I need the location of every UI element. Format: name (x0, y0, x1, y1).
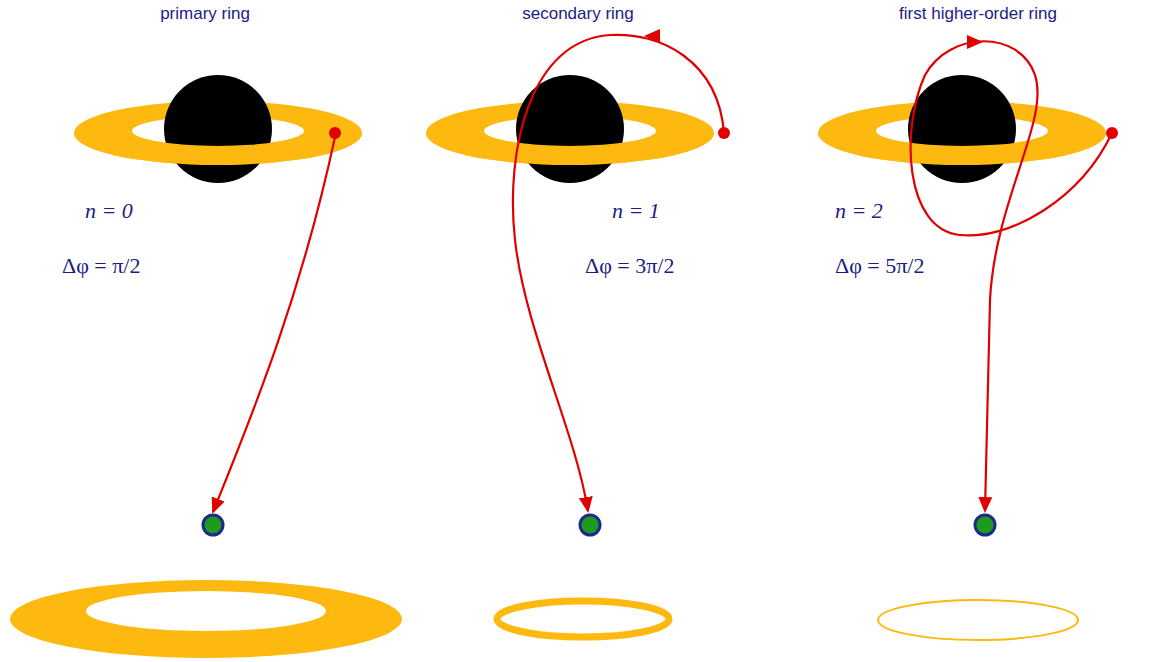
primary-image (10, 580, 402, 658)
accretion-disk-front (426, 133, 714, 165)
arrowhead (644, 29, 660, 43)
higher-order-image (878, 600, 1078, 640)
accretion-disk-front (74, 133, 362, 165)
angle-label: Δφ = π/2 (62, 253, 140, 279)
photon-path (513, 35, 724, 511)
observer (975, 515, 995, 535)
order-label: n = 0 (85, 198, 133, 224)
photon-path (911, 41, 1112, 511)
emitter-dot (329, 127, 341, 139)
photon-path (213, 137, 335, 512)
panel-illustration (426, 29, 730, 535)
arrowhead (967, 35, 983, 49)
black-hole (164, 75, 272, 183)
accretion-disk-front (818, 133, 1106, 165)
panel-illustration (818, 35, 1118, 535)
panel-title: first higher-order ring (899, 4, 1057, 24)
black-hole (516, 75, 624, 183)
panel-title: primary ring (160, 4, 250, 24)
angle-label: Δφ = 5π/2 (835, 253, 924, 279)
observer (203, 515, 223, 535)
order-label: n = 2 (835, 198, 883, 224)
observed-images (10, 580, 1078, 658)
angle-label: Δφ = 3π/2 (585, 253, 674, 279)
observer (580, 515, 600, 535)
order-label: n = 1 (612, 198, 660, 224)
emitter-dot (1106, 127, 1118, 139)
emitter-dot (718, 127, 730, 139)
panel-title: secondary ring (522, 4, 634, 24)
black-hole (908, 75, 1016, 183)
panel-illustration (74, 75, 362, 535)
secondary-image (497, 601, 669, 637)
